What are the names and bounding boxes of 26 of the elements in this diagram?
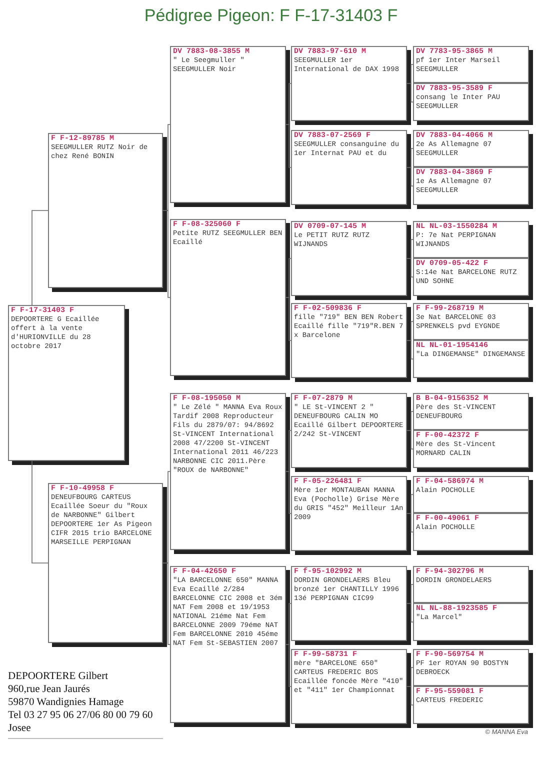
pedigree-line — [286, 297, 292, 341]
pedigree-line — [406, 513, 414, 532]
pedigree-line — [286, 258, 292, 298]
pedigree-line — [286, 430, 292, 472]
pedigree-line — [406, 430, 414, 450]
page-title: Pédigree Pigeon: F F-17-31403 F — [143, 6, 399, 26]
pedigree-line — [32, 210, 48, 306]
pedigree-line — [406, 258, 414, 278]
address-line: Josee — [8, 722, 32, 735]
pedigree-line — [162, 210, 170, 298]
pedigree-line — [406, 603, 414, 622]
pedigree-line — [286, 124, 292, 168]
address-line: 59870 Wandignies Hamage — [8, 696, 125, 709]
address-line: Tel 03 27 95 06 27/06 80 00 79 60 — [8, 709, 154, 722]
pedigree-line — [286, 603, 292, 645]
pedigree-line — [286, 471, 292, 514]
pedigree-line — [406, 686, 414, 706]
pedigree-line — [406, 167, 414, 186]
address-line: 960,rue Jean Jaurés — [8, 683, 91, 696]
address-line: DEPOORTERE Gilbert — [8, 670, 109, 683]
pedigree-line — [32, 460, 48, 564]
pedigree-line — [406, 83, 414, 102]
pedigree-line — [286, 644, 292, 687]
pedigree-line — [162, 562, 170, 645]
pedigree-line — [286, 83, 292, 125]
pedigree-line — [406, 340, 414, 360]
